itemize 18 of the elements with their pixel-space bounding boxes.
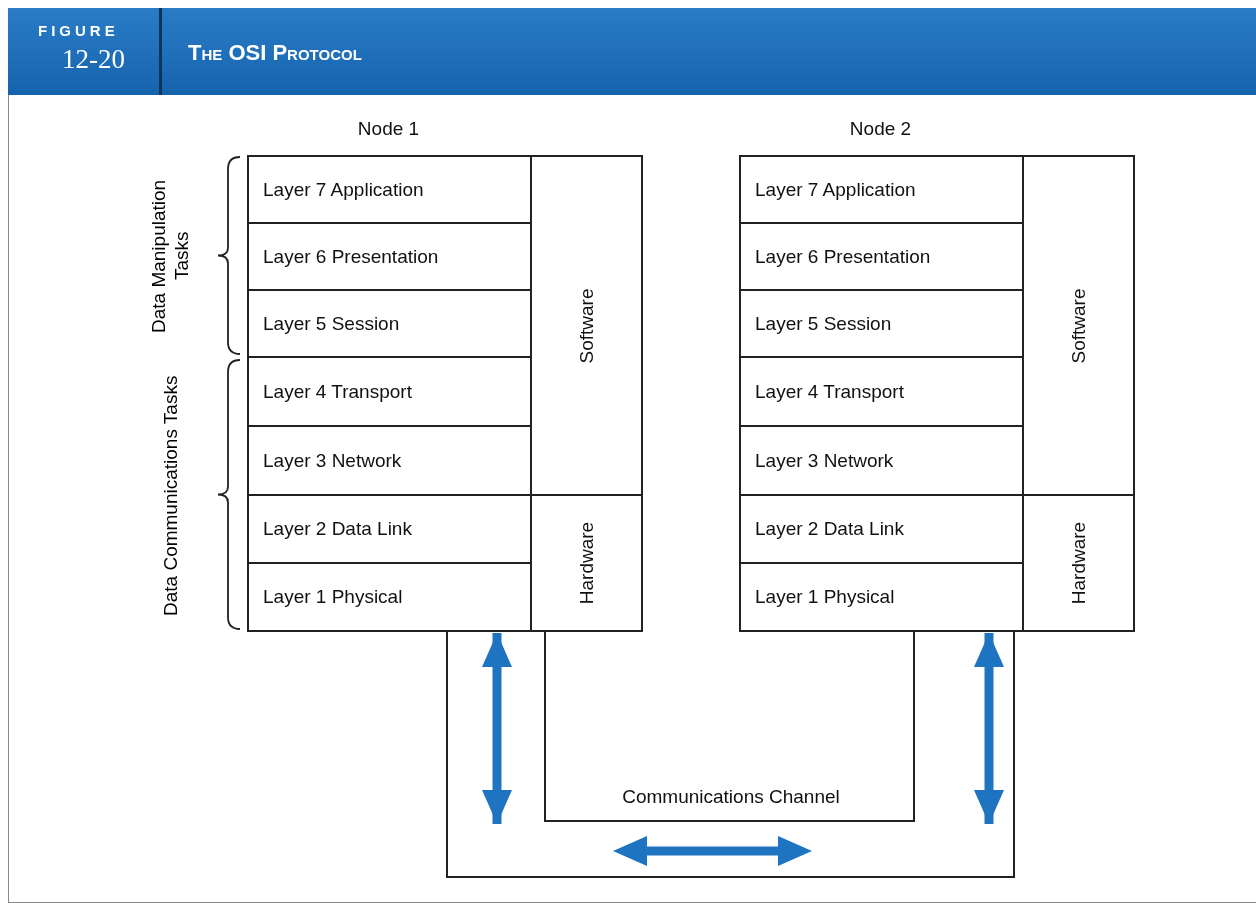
- layer-box: Layer 1 Physical: [739, 562, 1024, 632]
- brace-label: Data Communications Tasks: [158, 374, 182, 619]
- category-box: Software: [1022, 155, 1135, 496]
- figure-label: FIGURE: [38, 22, 119, 39]
- category-box: Hardware: [530, 494, 643, 632]
- figure-title: The OSI Protocol: [188, 40, 362, 66]
- figure-number: 12-20: [62, 44, 125, 75]
- category-box: Hardware: [1022, 494, 1135, 632]
- layer-box: Layer 7 Application: [247, 155, 532, 224]
- block-arrow: [482, 633, 512, 824]
- channel-label: Communications Channel: [621, 786, 841, 808]
- brace-label: Data Manipulation Tasks: [147, 178, 193, 335]
- block-arrow: [974, 633, 1004, 824]
- layer-box: Layer 1 Physical: [247, 562, 532, 632]
- layer-box: Layer 7 Application: [739, 155, 1024, 224]
- node-heading: Node 2: [848, 118, 913, 140]
- node-heading: Node 1: [356, 118, 421, 140]
- category-box: Software: [530, 155, 643, 496]
